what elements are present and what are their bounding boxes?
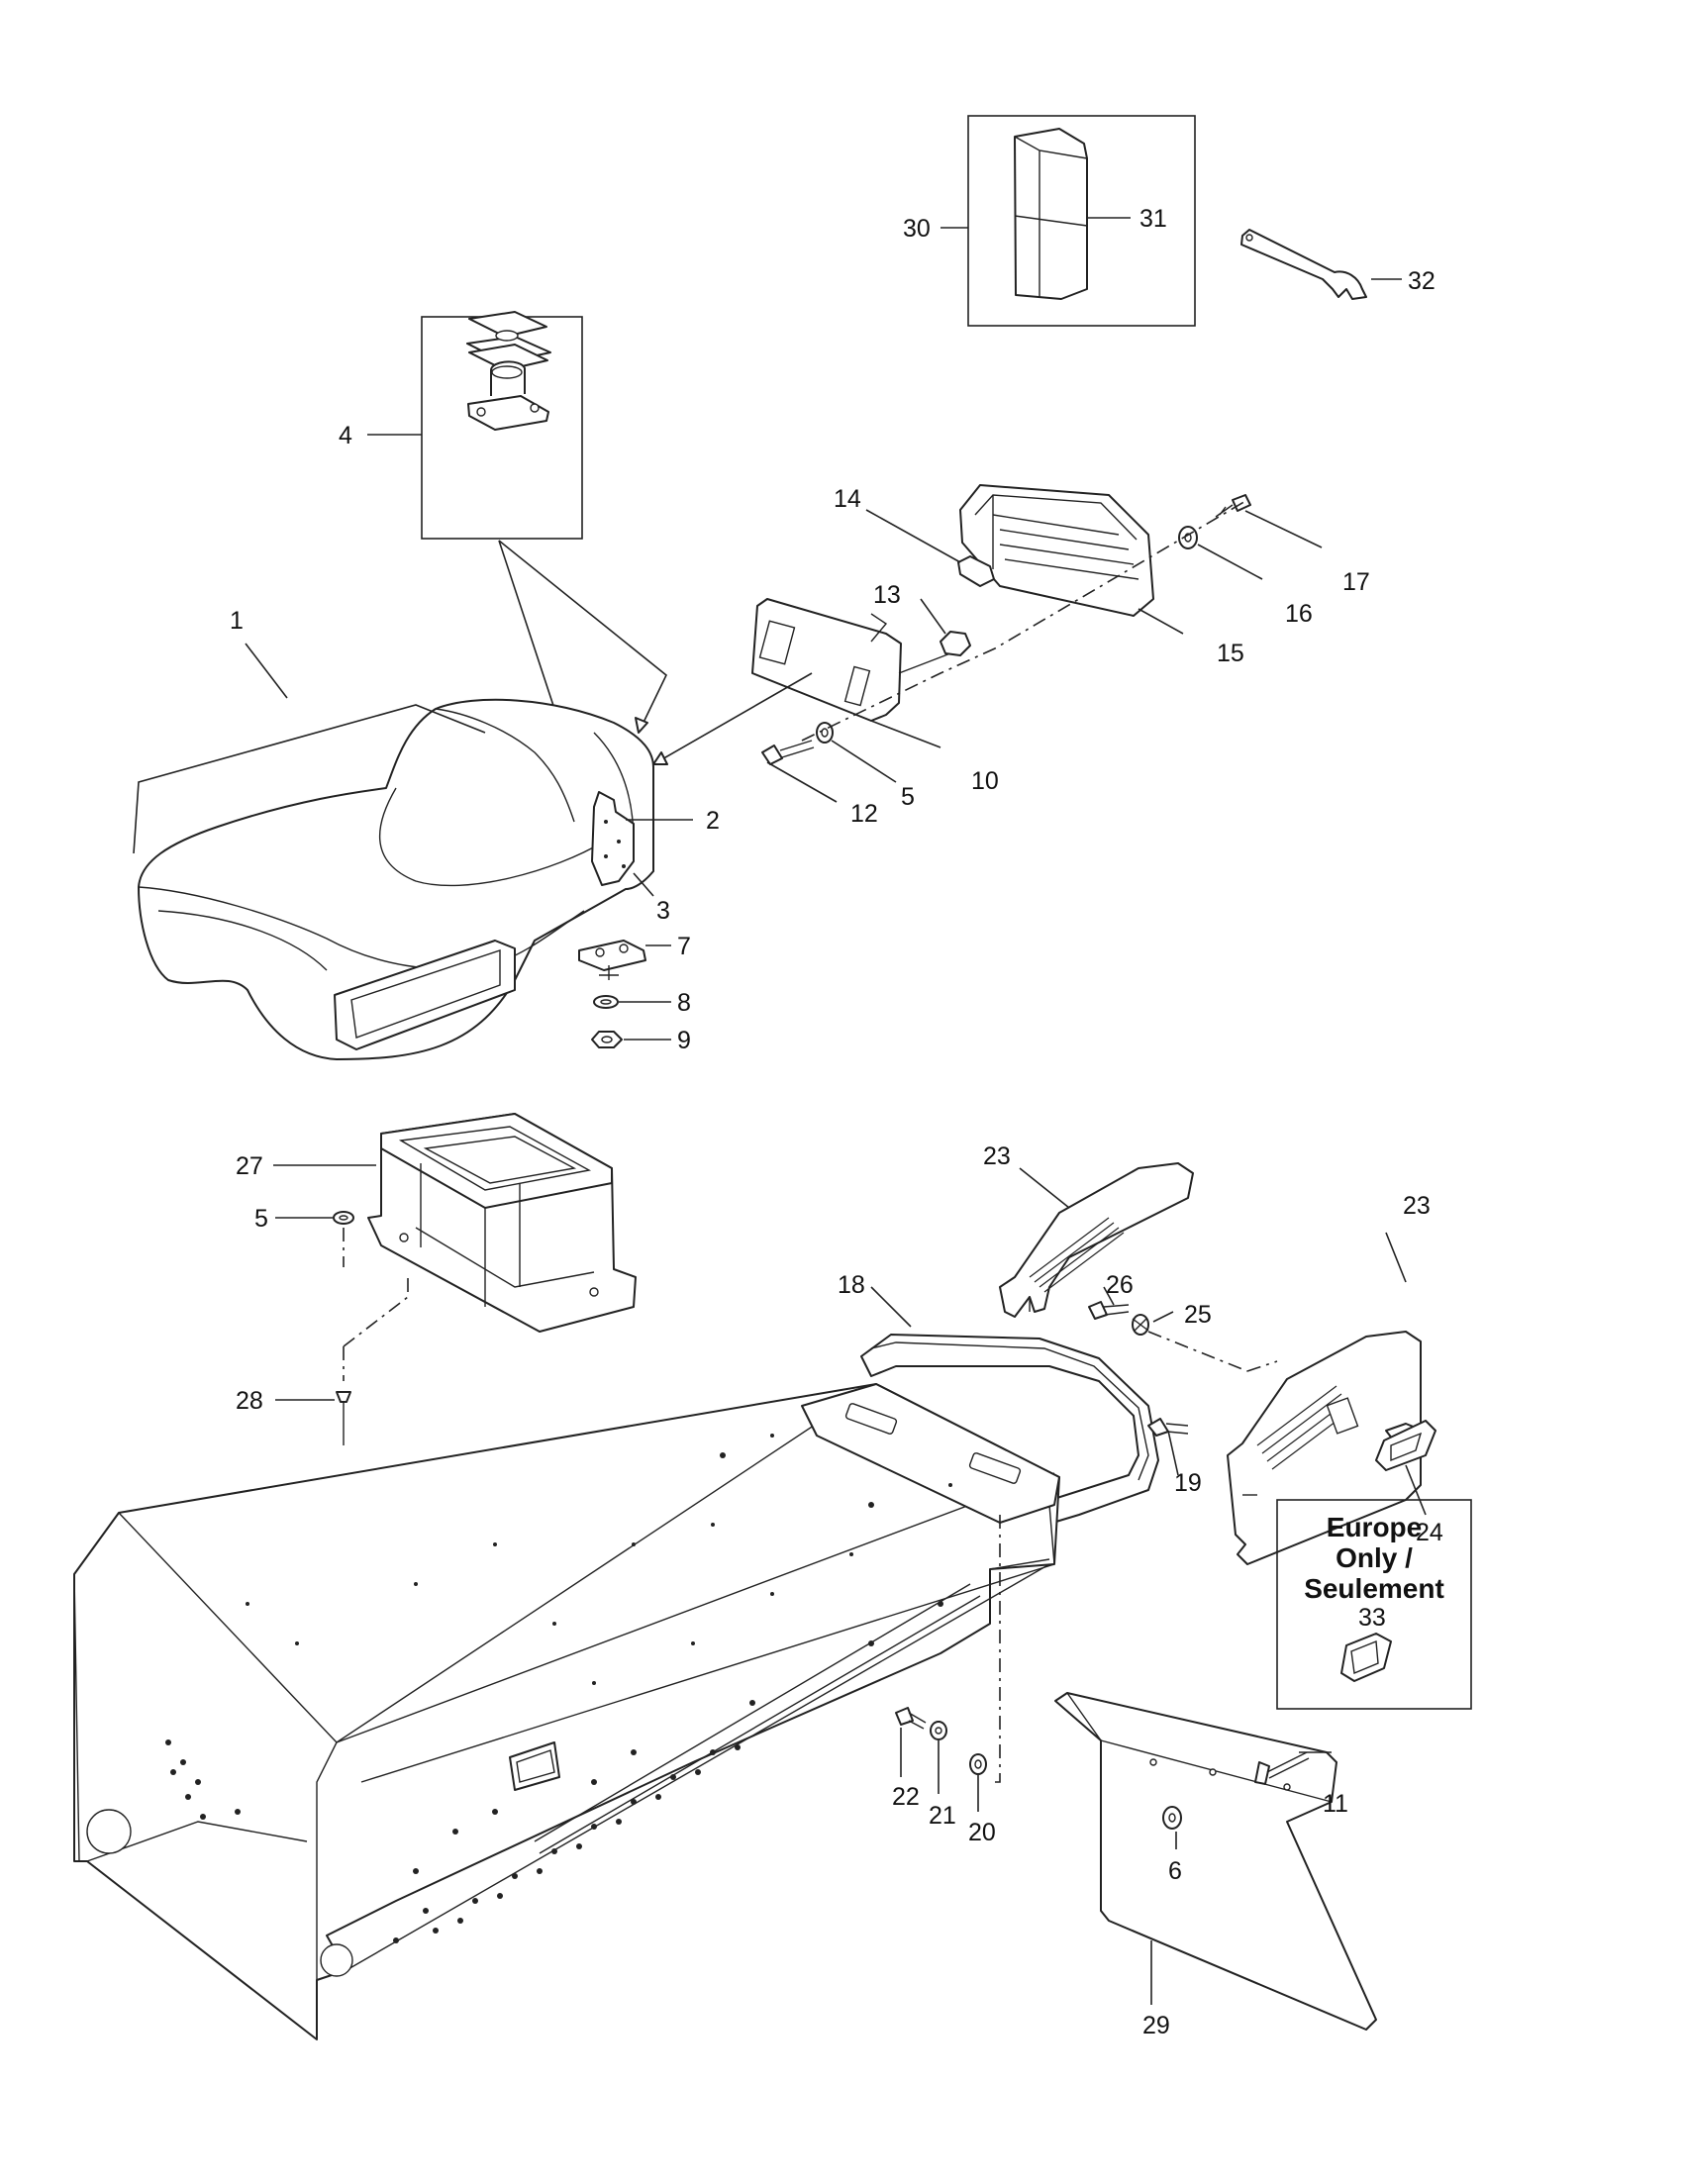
seat-1	[133, 643, 693, 1060]
callout-8: 8	[677, 989, 691, 1017]
mud-flap-29	[1054, 1692, 1377, 2031]
fasteners-20-21-22	[895, 1707, 987, 1812]
callout-2: 2	[706, 807, 720, 835]
callout-12: 12	[850, 800, 878, 828]
callout-5a: 5	[901, 783, 915, 811]
callout-11: 11	[1323, 1790, 1348, 1818]
reflector-24	[1375, 1420, 1436, 1516]
callout-3: 3	[656, 897, 670, 925]
region-note-line2: Only /	[1336, 1542, 1413, 1573]
callout-21: 21	[929, 1802, 956, 1830]
callout-9: 9	[677, 1027, 691, 1054]
callout-17: 17	[1342, 568, 1370, 596]
region-note: Europe Only / Seulement	[1304, 1512, 1444, 1604]
callout-26: 26	[1106, 1271, 1134, 1299]
side-cover-23a	[999, 1162, 1194, 1318]
callout-28: 28	[236, 1387, 263, 1415]
callout-23b: 23	[1403, 1192, 1431, 1220]
kit-4-arrow-left	[498, 540, 560, 725]
kit-4-arrow-right	[498, 540, 667, 734]
callout-22: 22	[892, 1783, 920, 1811]
callout-29: 29	[1142, 2012, 1170, 2039]
callout-24: 24	[1416, 1519, 1443, 1546]
arrowhead	[635, 717, 648, 734]
callout-4: 4	[339, 422, 352, 449]
fasteners-19-25-26	[1088, 1286, 1278, 1476]
kit-box-4	[367, 311, 583, 540]
callout-10: 10	[971, 767, 999, 795]
callout-1: 1	[230, 607, 244, 635]
callout-18: 18	[838, 1271, 865, 1299]
callout-20: 20	[968, 1819, 996, 1846]
spanner-wrench-32	[1240, 229, 1402, 300]
callout-13: 13	[873, 581, 901, 609]
callout-14: 14	[834, 485, 861, 513]
fasteners-7-8-9	[578, 940, 671, 1048]
europe-only-box	[1276, 1499, 1472, 1710]
callout-23a: 23	[983, 1142, 1011, 1170]
callout-30: 30	[903, 215, 931, 243]
region-note-line1: Europe	[1327, 1512, 1422, 1542]
callout-6: 6	[1168, 1857, 1182, 1885]
kit-box-30	[940, 115, 1196, 327]
callout-16: 16	[1285, 600, 1313, 628]
tail-light-assembly	[652, 484, 1323, 803]
callout-32: 32	[1408, 267, 1436, 295]
callout-7: 7	[677, 933, 691, 960]
callout-5b: 5	[254, 1205, 268, 1233]
callout-31: 31	[1139, 205, 1167, 233]
side-cover-23b	[1227, 1232, 1422, 1565]
callout-27: 27	[236, 1152, 263, 1180]
callout-33: 33	[1358, 1604, 1386, 1632]
callout-19: 19	[1174, 1469, 1202, 1497]
callout-labels: 1 2 3 4 5 5 6 7 8 9 10 11 12 13 14 15 16…	[230, 205, 1443, 2039]
tunnel	[73, 1383, 1060, 2040]
region-note-line3: Seulement	[1304, 1573, 1444, 1604]
callout-15: 15	[1217, 640, 1244, 667]
battery-box-27	[273, 1113, 637, 1445]
callout-25: 25	[1184, 1301, 1212, 1329]
